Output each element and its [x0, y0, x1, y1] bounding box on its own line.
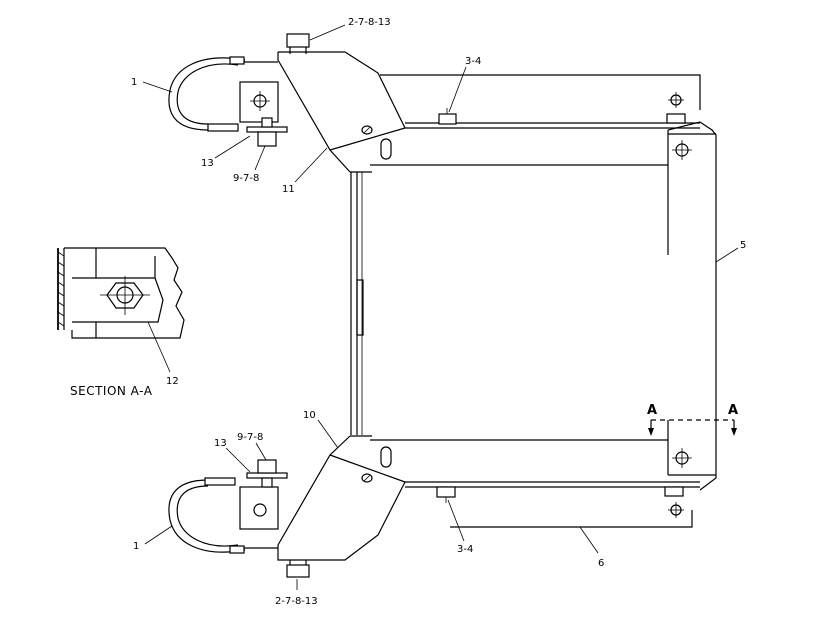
- callout-bottom-clamp-bolt: 3-4: [457, 544, 473, 555]
- callout-section-bolt: 12: [166, 376, 179, 387]
- callout-top-bolt: 2-7-8-13: [348, 17, 391, 28]
- section-title: SECTION A-A: [70, 384, 153, 398]
- callout-top-clamp-bolt: 3-4: [465, 56, 481, 67]
- callout-bottom-plate: 6: [598, 558, 604, 569]
- callout-top-hose: 1: [131, 77, 137, 88]
- callout-bottom-nut: 9-7-8: [237, 432, 263, 443]
- callout-bottom-washer: 13: [214, 438, 227, 449]
- bottom-bracket-assembly: [168, 435, 700, 578]
- section-cut-label-left: A: [647, 403, 657, 418]
- callout-frame: 5: [740, 240, 746, 251]
- callout-bottom-bracket: 10: [303, 410, 316, 421]
- callout-top-washer: 13: [201, 158, 214, 169]
- section-cut-label-right: A: [728, 403, 738, 418]
- callouts: 2-7-8-13 1 3-4 13 9-7-8 11 5 12 10 13 9-…: [131, 17, 746, 607]
- top-bracket-assembly: [168, 33, 701, 173]
- frame: [667, 121, 717, 491]
- center-post: [350, 172, 364, 435]
- callout-bottom-bolt: 2-7-8-13: [275, 596, 318, 607]
- callout-bottom-hose: 1: [133, 541, 139, 552]
- section-detail: SECTION A-A: [57, 247, 185, 398]
- callout-top-bracket: 11: [282, 184, 295, 195]
- callout-top-nut: 9-7-8: [233, 173, 259, 184]
- section-cut-line: A A: [647, 403, 738, 436]
